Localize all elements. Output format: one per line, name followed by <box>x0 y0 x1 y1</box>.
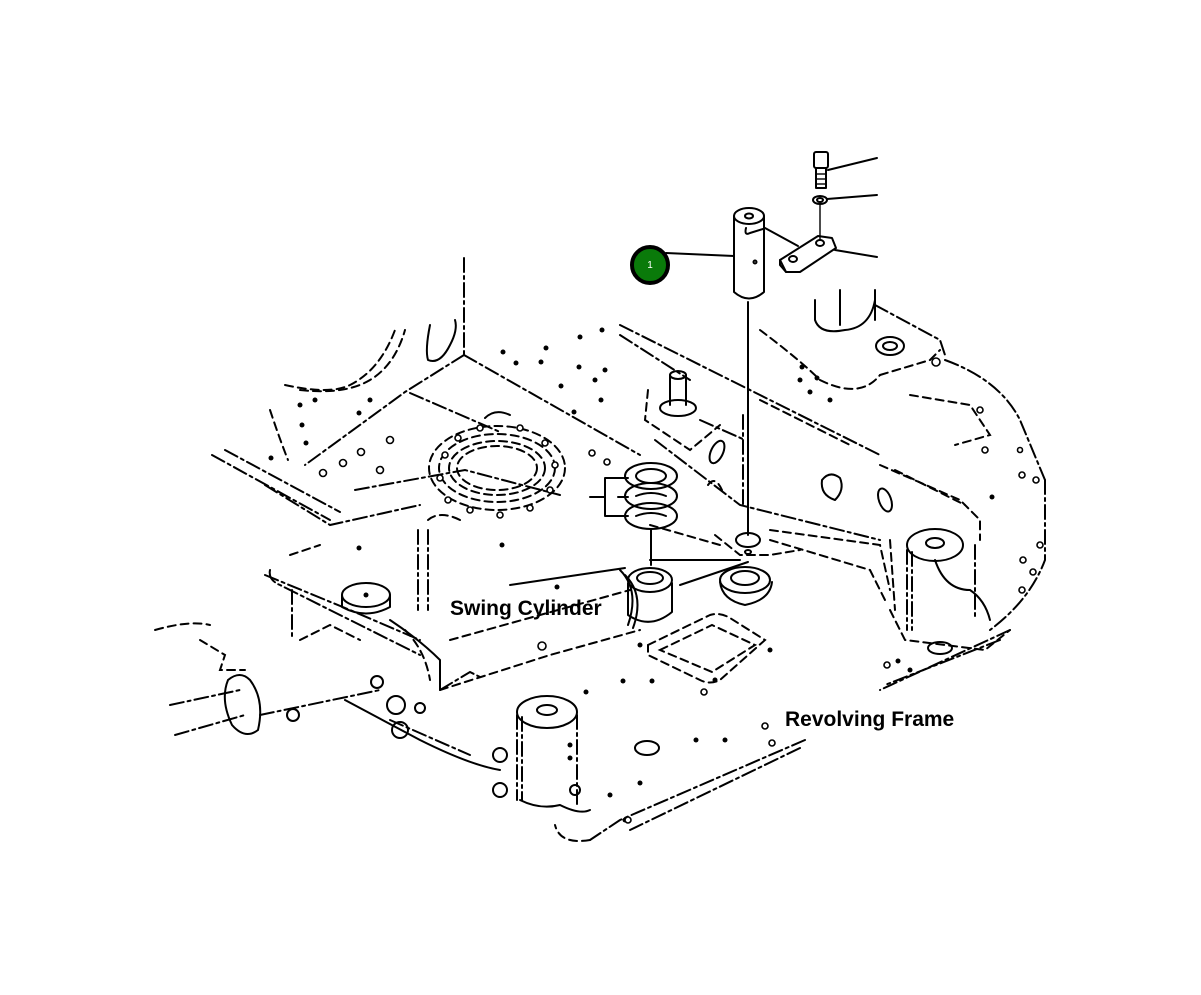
top-deck <box>211 354 641 527</box>
cap-screw <box>813 151 878 189</box>
middle-beam <box>654 414 893 541</box>
callout-1[interactable]: 1 <box>630 245 670 285</box>
swing-cylinder-label: Swing Cylinder <box>450 597 602 620</box>
left-mount-plate <box>264 544 441 691</box>
lock-plate <box>764 227 878 273</box>
shims-stack <box>589 462 678 566</box>
swing-bearing-ring <box>428 411 566 519</box>
pin-axis-and-boss <box>649 301 891 606</box>
deck-holes <box>268 327 611 590</box>
right-lower-boss <box>883 528 1011 673</box>
stud <box>643 370 721 452</box>
access-cover <box>637 613 773 696</box>
frame-holes-lower <box>583 678 776 824</box>
pin <box>665 207 765 300</box>
right-upper-bracket <box>619 289 1046 631</box>
swing-cylinder-body <box>417 514 673 691</box>
frame-outer-edge <box>554 629 1011 842</box>
washer <box>812 194 878 240</box>
drive-shaft <box>154 622 381 736</box>
lower-front-boss <box>516 695 591 813</box>
revolving-frame-label: Revolving Frame <box>785 708 955 731</box>
upper-left-bracket <box>269 319 457 461</box>
lower-swing-beam <box>344 670 508 798</box>
